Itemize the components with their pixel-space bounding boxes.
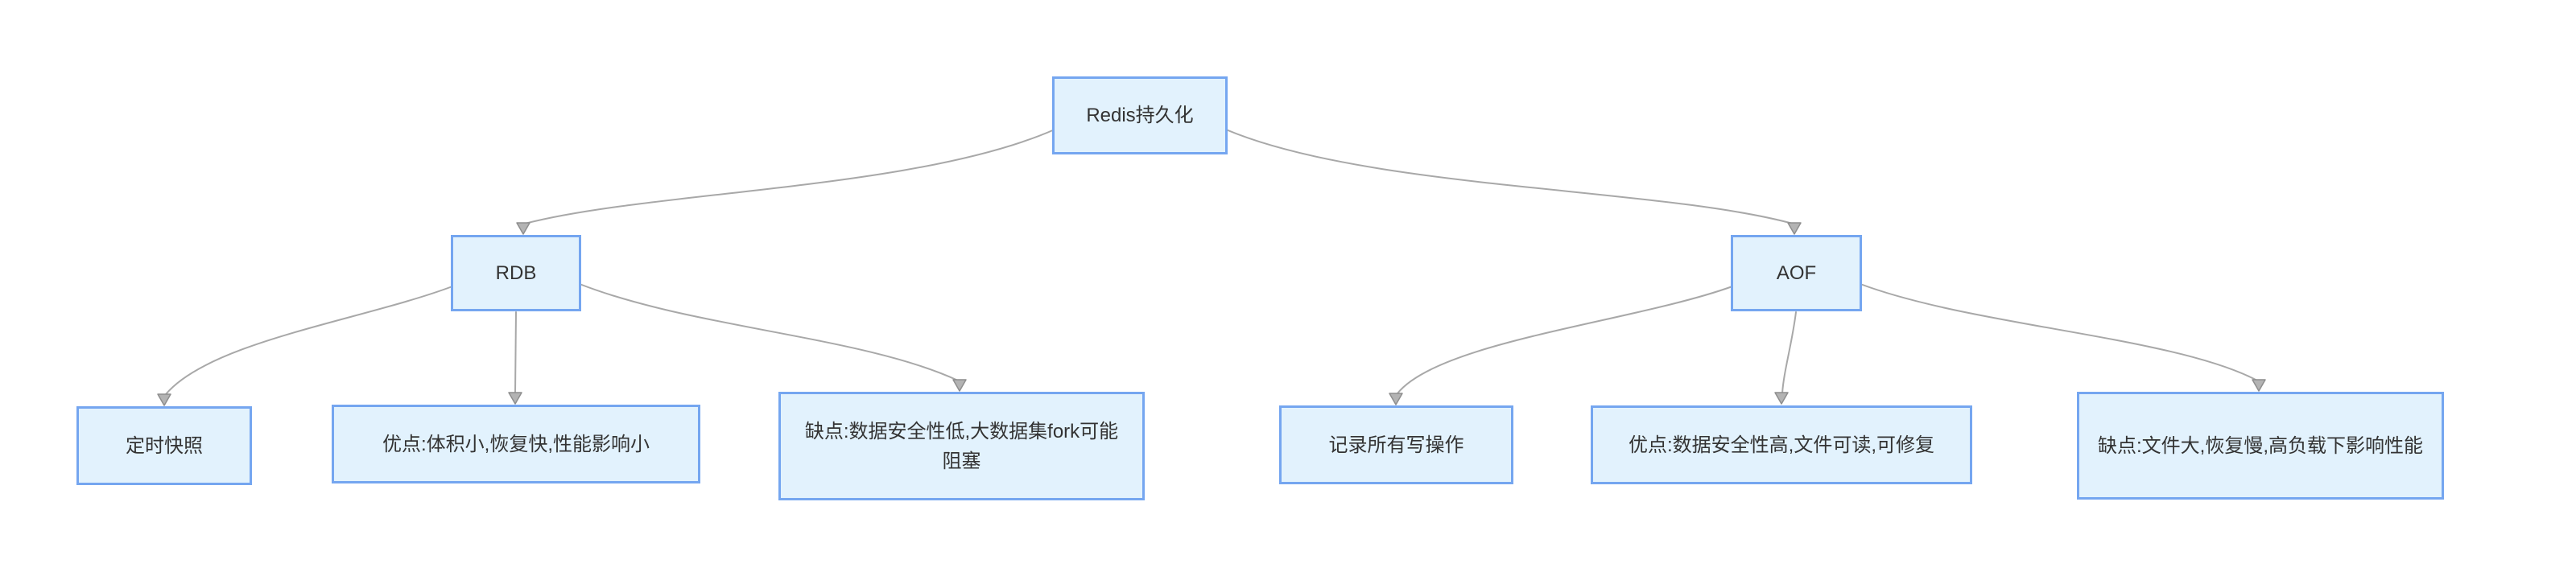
node-rdb-pros[interactable]: 优点:体积小,恢复快,性能影响小: [332, 405, 700, 483]
edge-rdb-pros: [514, 311, 517, 394]
edge-aof-cons: [1860, 283, 2258, 381]
edge-root-rdb: [524, 129, 1055, 224]
arrowhead-aof: [1787, 222, 1802, 235]
edge-rdb-cons: [579, 283, 959, 381]
edge-root-aof: [1225, 129, 1794, 224]
edge-rdb-snapshot: [165, 286, 453, 395]
node-aof-pros[interactable]: 优点:数据安全性高,文件可读,可修复: [1591, 405, 1972, 484]
arrowhead-aof-pros: [1774, 392, 1789, 405]
node-rdb[interactable]: RDB: [451, 235, 581, 311]
edge-aof-pros: [1781, 311, 1797, 394]
edge-aof-log: [1397, 286, 1733, 394]
node-rdb-cons[interactable]: 缺点:数据安全性低,大数据集fork可能阻塞: [778, 392, 1145, 500]
arrowhead-aof-log: [1389, 393, 1403, 405]
node-rdb-snapshot[interactable]: 定时快照: [76, 406, 252, 485]
arrowhead-aof-cons: [2252, 379, 2266, 392]
arrowhead-rdb: [516, 222, 530, 235]
node-aof-log[interactable]: 记录所有写操作: [1279, 405, 1513, 484]
node-root[interactable]: Redis持久化: [1052, 76, 1228, 154]
node-aof-cons[interactable]: 缺点:文件大,恢复慢,高负载下影响性能: [2077, 392, 2444, 500]
arrowhead-rdb-cons: [952, 379, 967, 392]
arrowhead-rdb-pros: [508, 392, 522, 405]
node-aof[interactable]: AOF: [1731, 235, 1862, 311]
arrowhead-rdb-snapshot: [157, 393, 171, 406]
